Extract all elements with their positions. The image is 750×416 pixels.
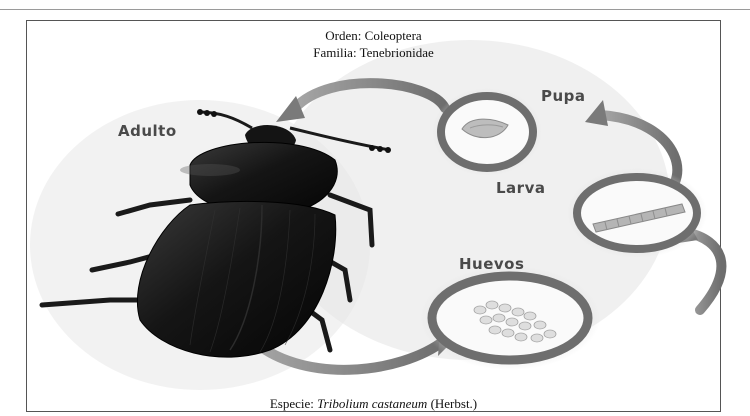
pupa-label: Pupa	[541, 87, 586, 105]
eggs-circle	[420, 266, 600, 370]
species-name: Tribolium castaneum	[317, 396, 427, 411]
taxonomy-header: Orden: Coleoptera Familia: Tenebrionidae	[26, 27, 721, 61]
species-author: (Herbst.)	[427, 396, 477, 411]
species-caption: Especie: Tribolium castaneum (Herbst.)	[26, 396, 721, 412]
adult-label: Adulto	[118, 122, 177, 140]
eggs-label: Huevos	[459, 255, 524, 273]
pupa-circle	[432, 88, 542, 176]
larva-circle	[567, 168, 707, 258]
family-label: Familia: Tenebrionidae	[26, 44, 721, 61]
species-prefix: Especie:	[270, 396, 317, 411]
order-label: Orden: Coleoptera	[26, 27, 721, 44]
larva-label: Larva	[496, 179, 545, 197]
